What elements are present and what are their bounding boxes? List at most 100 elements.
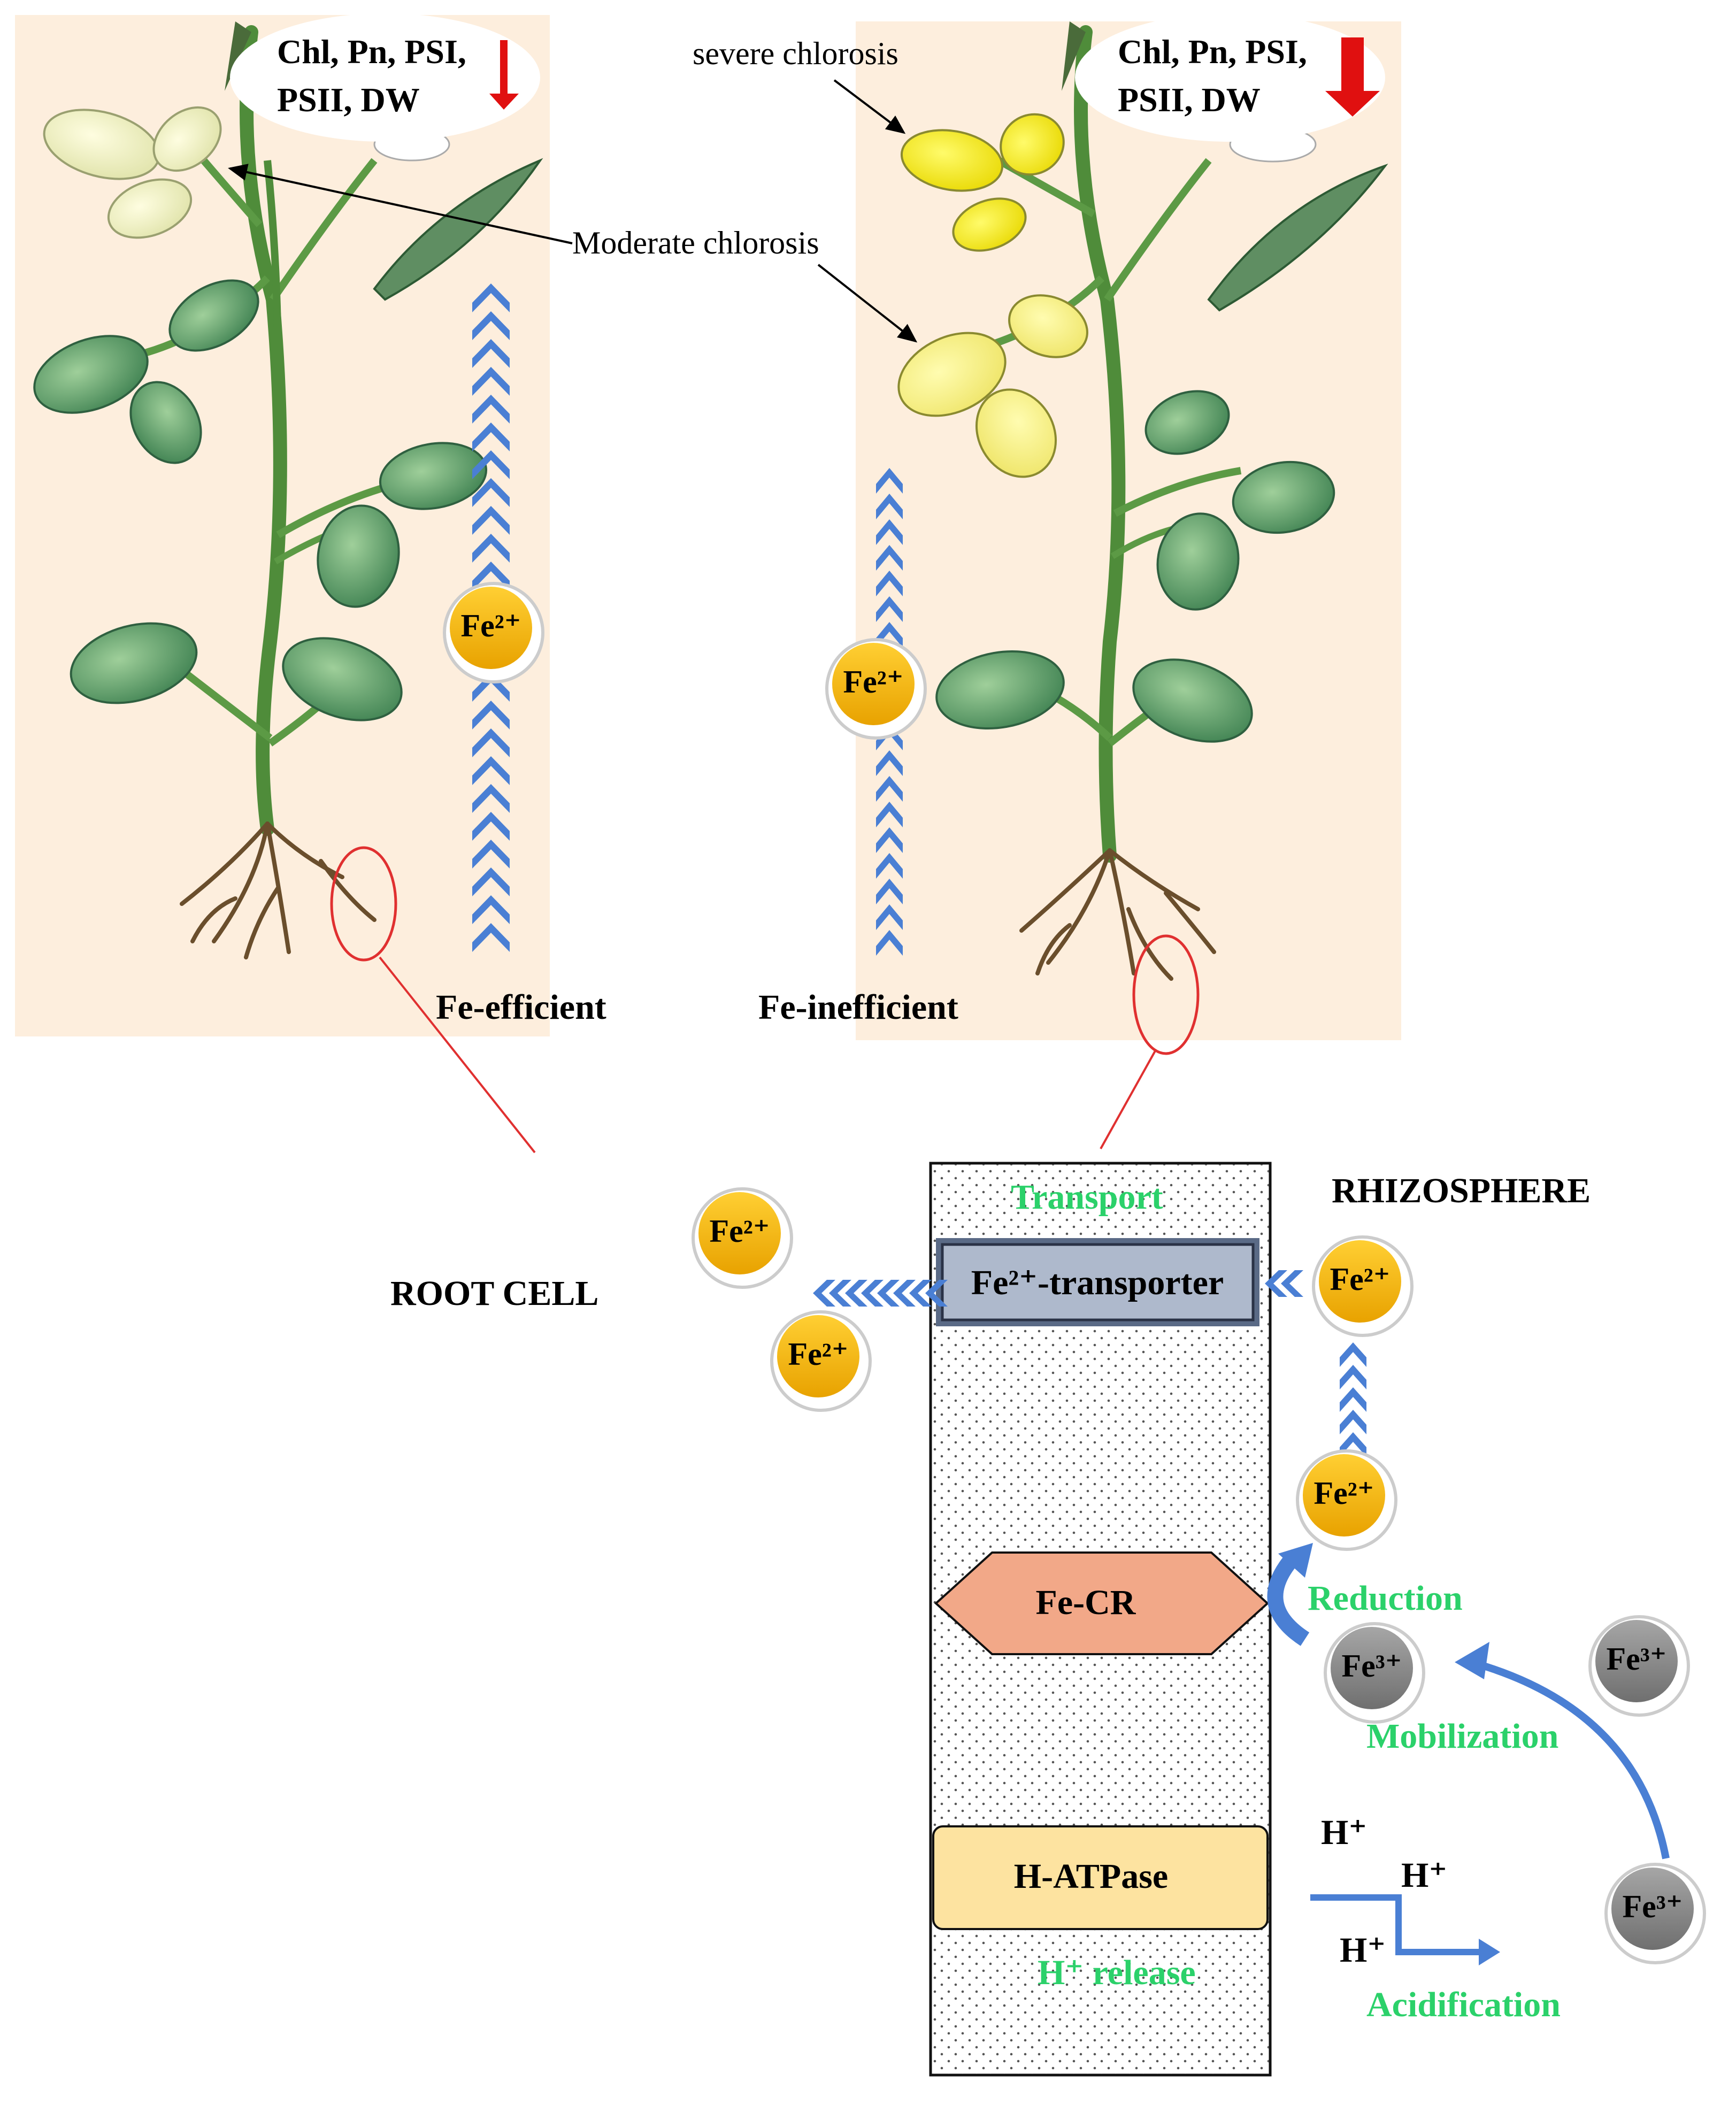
left-chevron-2 [472,339,510,368]
left-chevron-17 [472,756,510,785]
left-chevron-21 [472,867,510,896]
right-chevron-18 [876,930,903,956]
left-chevron-22 [472,895,510,924]
reduction-arrow-icon [1267,1551,1310,1646]
right-root-zoom-circle [1132,934,1200,1055]
root-cell-fe2-ion-2-label: Fe²⁺ [788,1336,849,1372]
left-chevron-6 [472,450,510,479]
right-chevron-14 [876,827,903,853]
rhizosphere-fe2-ion-2-label: Fe²⁺ [1314,1476,1374,1511]
left-chevron-10 [472,562,510,590]
left-chevron-5 [472,422,510,451]
proton-3: H⁺ [1340,1931,1386,1970]
right-chevron-5 [876,596,903,622]
mobilization-arrow-icon [1464,1657,1670,1860]
right-chevron-0 [876,468,903,494]
h-release-label: H⁺ release [1038,1953,1196,1992]
proton-2: H⁺ [1401,1856,1447,1895]
left-chevron-23 [472,923,510,952]
left-chevron-16 [472,728,510,757]
rhizosphere-uptake-chevrons [1340,1342,1366,1457]
reduction-label: Reduction [1308,1579,1463,1618]
rhizosphere-label: RHIZOSPHERE [1332,1171,1591,1210]
fe2-transporter-box: Fe²⁺-transporter [936,1238,1259,1326]
fe-cr-label: Fe-CR [1036,1583,1136,1622]
left-chevron-19 [472,812,510,841]
left-chevron-9 [472,534,510,563]
left-chevron-20 [472,840,510,869]
left-fe2-ion-label: Fe²⁺ [461,608,521,643]
left-chevron-3 [472,367,510,396]
right-info-line1: Chl, Pn, PSI, [1118,33,1307,71]
fe3-ion-bound: Fe³⁺ [1604,1863,1706,1964]
right-chevron-4 [876,571,903,596]
inward-transport-chevrons [813,1280,948,1307]
inward-chevron-0 [813,1280,835,1307]
fe3-ion-free-label: Fe³⁺ [1607,1641,1667,1677]
severe-chlorosis-label: severe chlorosis [693,36,898,71]
root-cell-fe2-ion-1: Fe²⁺ [692,1187,793,1289]
rhizo-chevron-2 [1340,1387,1366,1412]
fe3-ion-reduced-label: Fe³⁺ [1342,1648,1402,1684]
root-cell-fe2-ion-1-label: Fe²⁺ [710,1213,770,1249]
left-chevron-4 [472,395,510,424]
right-chevron-3 [876,545,903,571]
left-chevron-0 [472,283,510,312]
left-plant [33,21,543,959]
rhizo-chevron-1 [1340,1365,1366,1389]
right-fe2-ion: Fe²⁺ [825,638,927,740]
right-panel-bg [856,21,1401,1040]
h-atpase-label: H-ATPase [1014,1857,1168,1896]
right-info-bubble: Chl, Pn, PSI, PSII, DW [1075,13,1385,142]
right-chevron-13 [876,802,903,827]
right-chevron-11 [876,750,903,776]
left-info-bubble: Chl, Pn, PSI, PSII, DW [230,13,540,142]
left-chevron-7 [472,478,510,507]
rhizo-chevron-4 [1340,1432,1366,1457]
right-root-zoom-line [1100,1050,1156,1149]
inward-chevron-4 [877,1280,900,1307]
h-atpase-pump: H-ATPase [932,1825,1269,1930]
severe-chlorosis-pointer [833,79,906,134]
right-chevron-16 [876,879,903,904]
inward-chevron-5 [893,1280,916,1307]
left-chevron-1 [472,311,510,340]
rhizo-chevron-0 [1340,1342,1366,1367]
right-chevron-1 [876,494,903,519]
proton-1: H⁺ [1321,1813,1367,1852]
left-root-zoom-circle [330,846,397,962]
transporter-entry-chevrons [1265,1270,1303,1297]
right-fe2-ion-label: Fe²⁺ [843,664,904,700]
transport-label: Transport [1011,1178,1163,1217]
inward-chevron-7 [925,1280,948,1307]
rhizosphere-fe2-ion-1: Fe²⁺ [1312,1235,1414,1337]
left-chevron-18 [472,784,510,813]
root-cell-label: ROOT CELL [390,1274,598,1313]
right-chevron-15 [876,853,903,879]
acidification-label: Acidification [1366,1985,1561,2024]
right-chevron-6 [876,622,903,648]
moderate-chlorosis-label: Moderate chlorosis [572,225,819,260]
right-chevron-2 [876,519,903,545]
fe2-transporter-label: Fe²⁺-transporter [971,1263,1224,1302]
root-cell-fe2-ion-2: Fe²⁺ [770,1310,872,1412]
left-info-line1: Chl, Pn, PSI, [277,33,466,71]
fe3-ion-bound-label: Fe³⁺ [1623,1889,1683,1924]
rhizosphere-fe2-ion-2: Fe²⁺ [1296,1449,1397,1551]
left-decrease-arrow-icon [489,40,519,110]
acidification-arrow-icon [1310,1894,1479,1955]
left-chevron-8 [472,506,510,535]
fe3-ion-reduced: Fe³⁺ [1324,1622,1425,1724]
left-fe2-ion: Fe²⁺ [443,582,544,683]
left-root-zoom-line [379,956,536,1154]
fe-cr-enzyme: Fe-CR [934,1551,1269,1655]
rhizo-chevron-3 [1340,1410,1366,1434]
right-chevron-12 [876,776,903,802]
left-chevron-15 [472,701,510,729]
entry-chevron-0 [1265,1270,1287,1297]
fe3-ion-free: Fe³⁺ [1588,1615,1690,1717]
fe-inefficient-caption: Fe-inefficient [758,988,958,1027]
moderate-chlorosis-pointer-right [817,264,918,343]
fe-efficient-caption: Fe-efficient [436,988,606,1027]
